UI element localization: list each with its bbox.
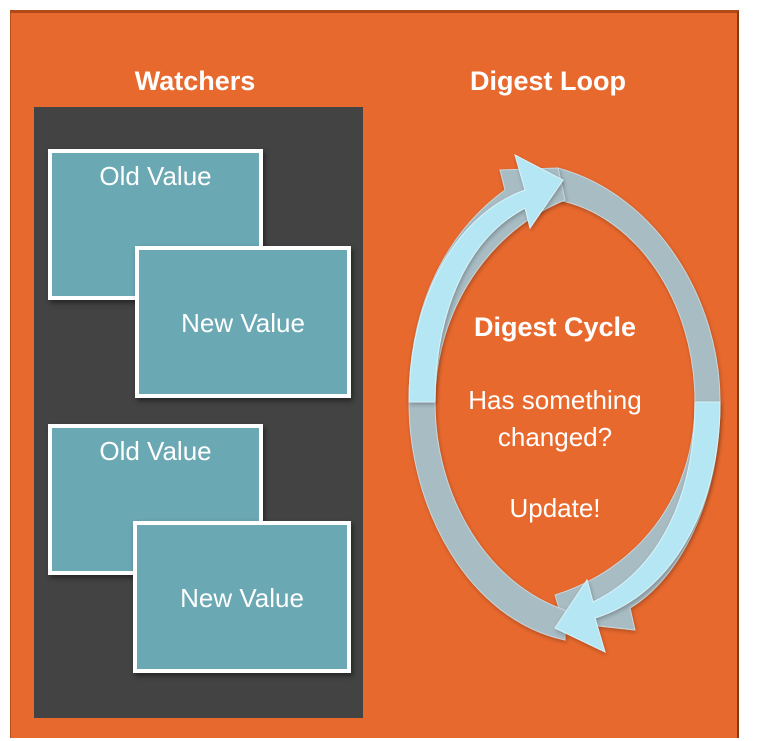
- digest-cycle-arrows: [408, 154, 721, 653]
- digest-question-line1: Has something: [468, 385, 642, 415]
- new-value-label: New Value: [181, 308, 305, 338]
- new-value-label: New Value: [180, 583, 304, 613]
- old-value-label: Old Value: [99, 161, 212, 191]
- old-value-label: Old Value: [99, 436, 212, 466]
- new-value-card: New Value: [135, 246, 351, 398]
- watchers-heading: Watchers: [134, 66, 256, 96]
- new-value-card: New Value: [133, 521, 351, 673]
- arrow-left-up: [408, 154, 564, 403]
- arrow-right-down: [554, 401, 721, 653]
- digest-cycle-title: Digest Cycle: [473, 312, 637, 342]
- digest-loop-heading: Digest Loop: [470, 66, 626, 96]
- digest-action-label: Update!: [509, 493, 601, 523]
- digest-question-line2: changed?: [497, 422, 613, 452]
